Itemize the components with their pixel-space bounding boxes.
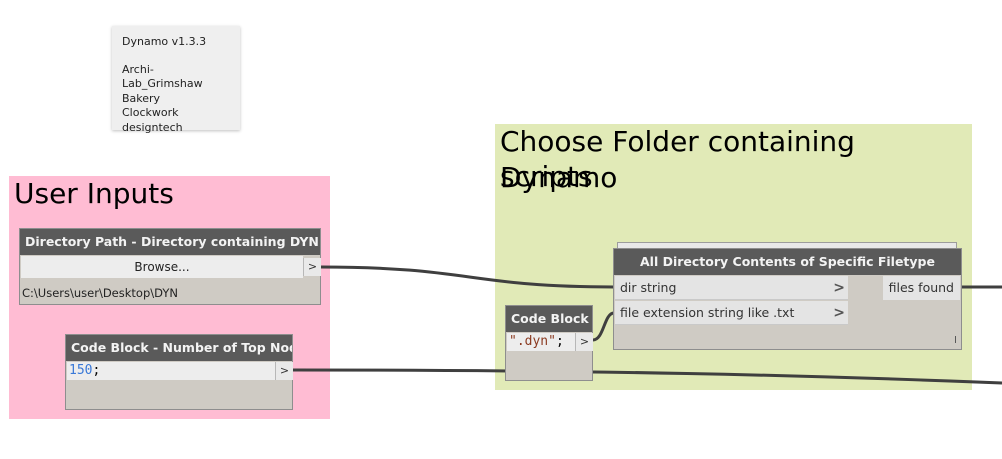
group-title-line2: scripts xyxy=(500,160,593,193)
number-top-nodes-node[interactable]: Code Block - Number of Top Nodes 150; > xyxy=(65,334,293,410)
node-stack-indicator xyxy=(617,242,957,248)
output-port-files-found[interactable]: files found xyxy=(882,276,960,300)
note-package: designtech xyxy=(122,120,183,134)
node-title: All Directory Contents of Specific Filet… xyxy=(614,249,961,275)
chevron-right-icon: > xyxy=(833,305,845,321)
version-note[interactable]: Dynamo v1.3.3 Archi-Lab_Grimshaw Bakery … xyxy=(112,26,240,134)
input-port-file-extension[interactable]: file extension string like .txt > xyxy=(615,301,848,325)
wire-number-top-nodes-out xyxy=(292,368,1002,385)
input-port-dir-string[interactable]: dir string > xyxy=(615,276,848,300)
directory-path-node[interactable]: Directory Path - Directory containing DY… xyxy=(19,228,321,305)
directory-contents-node[interactable]: All Directory Contents of Specific Filet… xyxy=(613,248,962,350)
output-port[interactable]: > xyxy=(303,258,321,276)
extension-code-block-node[interactable]: Code Block ".dyn"; > xyxy=(505,305,593,381)
browse-button[interactable]: Browse... xyxy=(21,256,303,278)
node-title: Directory Path - Directory containing DY… xyxy=(20,229,320,255)
note-package: Clockwork xyxy=(122,106,179,119)
wire-directory-to-dir-string xyxy=(320,265,615,289)
group-title: User Inputs xyxy=(14,177,174,210)
note-package: Bakery xyxy=(122,91,161,105)
code-editor[interactable]: 150; xyxy=(67,362,275,380)
input-label: file extension string like .txt xyxy=(620,305,795,320)
resize-handle-icon[interactable]: I xyxy=(954,335,957,346)
code-number: 150 xyxy=(69,363,93,378)
chevron-right-icon: > xyxy=(833,280,845,296)
note-version: Dynamo v1.3.3 xyxy=(122,35,207,48)
note-package: Archi-Lab_Grimshaw xyxy=(122,62,203,91)
output-port[interactable]: > xyxy=(575,333,593,351)
node-title: Code Block xyxy=(506,306,592,332)
code-suffix: ; xyxy=(555,334,564,349)
input-label: dir string xyxy=(620,280,677,295)
code-editor[interactable]: ".dyn"; xyxy=(507,333,575,351)
output-port[interactable]: > xyxy=(275,362,293,380)
wire-ext-to-file-extension xyxy=(592,311,615,342)
directory-path-value: C:\Users\user\Desktop\DYN xyxy=(22,286,178,300)
code-string: ".dyn" xyxy=(509,334,556,349)
group-title-line1: Choose Folder containing Dynamo xyxy=(500,125,855,194)
code-suffix: ; xyxy=(92,363,101,378)
node-title: Code Block - Number of Top Nodes xyxy=(66,335,292,361)
